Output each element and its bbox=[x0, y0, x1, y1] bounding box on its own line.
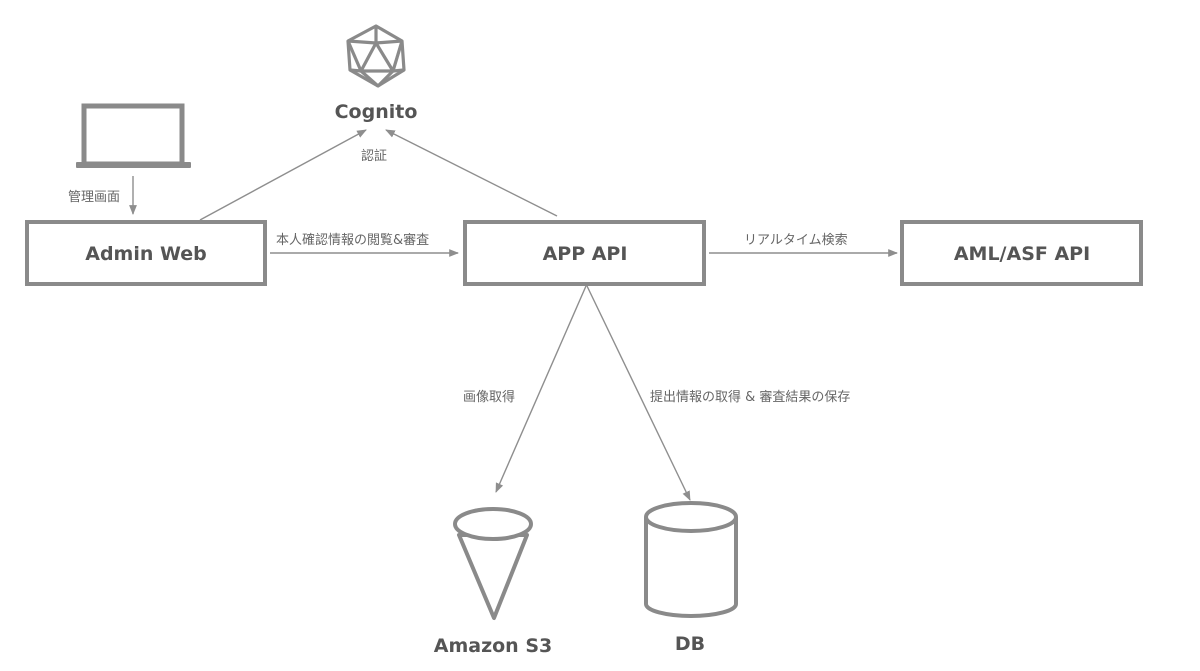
aml-asf-api-label: AML/ASF API bbox=[954, 243, 1090, 265]
edge-app-to-cognito bbox=[385, 129, 558, 217]
edge-app-to-s3 bbox=[495, 285, 587, 493]
cognito-label: Cognito bbox=[335, 101, 418, 123]
aml-asf-api-node[interactable]: AML/ASF API bbox=[900, 220, 1143, 286]
edge-admin-to-cognito bbox=[199, 129, 367, 221]
db-label: DB bbox=[675, 633, 705, 655]
edge-app-to-db bbox=[586, 285, 691, 501]
edge-label-view-and-review: 本人確認情報の閲覧&審査 bbox=[276, 232, 429, 248]
admin-web-label: Admin Web bbox=[85, 243, 207, 265]
edge-label-realtime-search: リアルタイム検索 bbox=[744, 233, 848, 248]
admin-web-node[interactable]: Admin Web bbox=[25, 220, 267, 286]
app-api-label: APP API bbox=[543, 243, 628, 265]
laptop-icon bbox=[76, 103, 191, 168]
bucket-icon bbox=[453, 507, 533, 620]
edge-label-management-screen: 管理画面 bbox=[68, 190, 120, 205]
icosahedron-icon bbox=[346, 24, 406, 88]
app-api-node[interactable]: APP API bbox=[463, 220, 706, 286]
database-cylinder-icon bbox=[644, 501, 738, 618]
edges bbox=[129, 129, 898, 501]
edge-label-get-image: 画像取得 bbox=[463, 389, 515, 405]
edge-label-auth: 認証 bbox=[361, 148, 387, 164]
edge-label-get-and-save: 提出情報の取得 & 審査結果の保存 bbox=[650, 389, 850, 405]
amazon-s3-label: Amazon S3 bbox=[434, 635, 552, 657]
